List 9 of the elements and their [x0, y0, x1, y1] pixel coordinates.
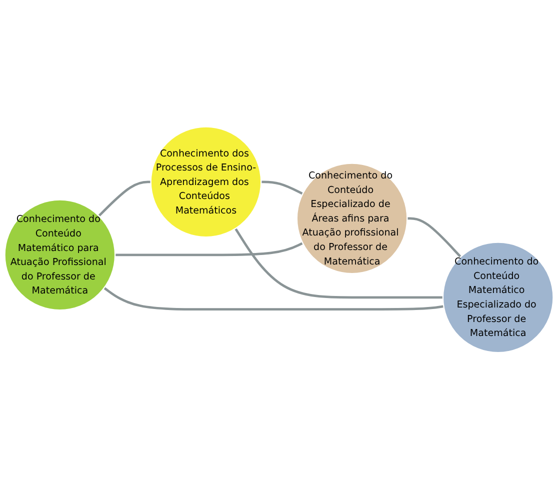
node-circle: Conhecimento do Conteúdo Matemático Especializado do Professor de Matemática: [442, 242, 554, 353]
connector: [103, 286, 444, 310]
connector: [261, 180, 304, 195]
node-circle: Conhecimento do Conteúdo Especializado de Áreas afins para Atuação profissional do Professor de Matemática: [296, 162, 408, 274]
node-circle: Conhecimento dos Processos de Ensino-Aprendizagem dos Conteúdos Matemáticos: [150, 126, 262, 238]
connector: [98, 180, 151, 217]
connector: [115, 242, 304, 256]
connector: [407, 217, 462, 258]
connector: [234, 228, 443, 298]
